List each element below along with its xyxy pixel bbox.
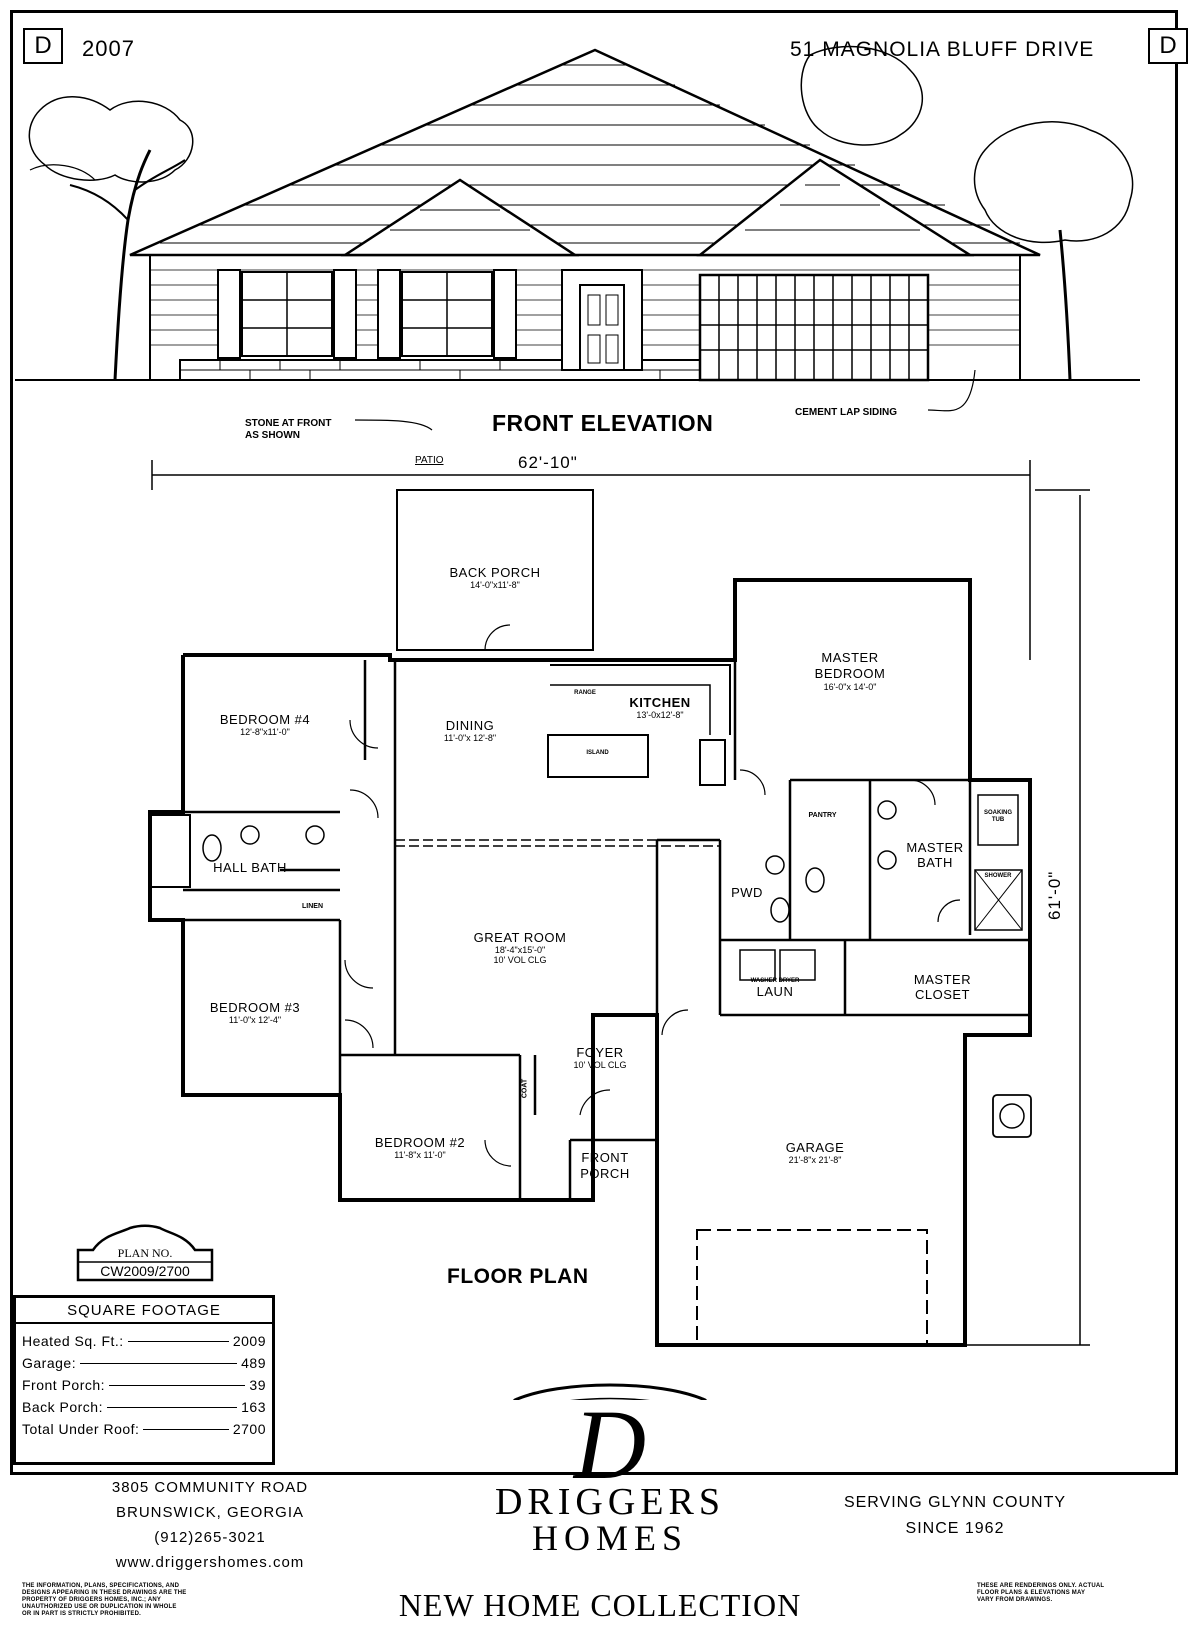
stone-note-line1: STONE AT FRONT xyxy=(245,418,332,429)
plan-number-value: CW2009/2700 xyxy=(100,1263,190,1279)
hall-linen: LINEN xyxy=(302,903,323,910)
room-pantry: PANTRY xyxy=(808,812,837,819)
floor-plan-drawing xyxy=(76,460,1090,1400)
serving-line2: SINCE 1962 xyxy=(905,1520,1005,1537)
logo-name-line1: DRIGGERS xyxy=(494,1481,726,1523)
company-website[interactable]: www.driggershomes.com xyxy=(115,1554,305,1571)
square-footage-table: SQUARE FOOTAGE Heated Sq. Ft.:2009 Garag… xyxy=(13,1295,275,1465)
siding-note: CEMENT LAP SIDING xyxy=(795,407,898,418)
stone-note-line2: AS SHOWN xyxy=(245,430,300,441)
driggers-homes-logo: D DRIGGERS HOMES xyxy=(420,1395,800,1560)
soaking-tub: SOAKING TUB xyxy=(983,810,1012,823)
copyright-disclaimer: THE INFORMATION, PLANS, SPECIFICATIONS, … xyxy=(22,1583,187,1617)
kitchen-island: ISLAND xyxy=(586,750,609,756)
room-master-bath: MASTER BATH xyxy=(906,840,964,870)
kitchen-range: RANGE xyxy=(574,690,596,696)
room-front-porch: FRONT PORCH xyxy=(580,1150,630,1181)
plan-year: 2007 xyxy=(82,36,135,61)
elevation-title: FRONT ELEVATION xyxy=(492,410,714,436)
floor-plan-title: FLOOR PLAN xyxy=(447,1265,589,1288)
plan-sheet xyxy=(10,10,1178,1475)
badge-left: D xyxy=(23,28,63,64)
rendering-disclaimer: THESE ARE RENDERINGS ONLY. ACTUAL FLOOR … xyxy=(977,1583,1105,1603)
logo-name-line2: HOMES xyxy=(531,1518,689,1558)
shower-stall: SHOWER xyxy=(984,873,1012,879)
collection-title: NEW HOME COLLECTION xyxy=(398,1587,802,1623)
company-address-2: BRUNSWICK, GEORGIA xyxy=(115,1504,305,1521)
depth-dimension: 61'-0" xyxy=(1045,870,1064,920)
badge-right: D xyxy=(1148,28,1188,64)
square-footage-title: SQUARE FOOTAGE xyxy=(16,1298,272,1324)
sqft-row: Heated Sq. Ft.:2009 xyxy=(22,1333,266,1349)
sqft-row: Back Porch:163 xyxy=(22,1399,266,1415)
company-address-1: 3805 COMMUNITY ROAD xyxy=(111,1479,309,1496)
patio-label: PATIO xyxy=(415,455,444,466)
company-contact: 3805 COMMUNITY ROAD BRUNSWICK, GEORGIA (… xyxy=(60,1475,360,1575)
sqft-row: Total Under Roof:2700 xyxy=(22,1421,266,1437)
coat-closet: COAT xyxy=(521,1078,529,1099)
company-phone: (912)265-3021 xyxy=(154,1529,266,1546)
plan-number-label: PLAN NO. xyxy=(117,1246,173,1260)
sqft-row: Front Porch:39 xyxy=(22,1377,266,1393)
company-serving: SERVING GLYNN COUNTY SINCE 1962 xyxy=(830,1490,1080,1542)
room-powder: PWD xyxy=(731,885,763,900)
front-elevation-drawing xyxy=(15,45,1140,431)
property-address: 51 MAGNOLIA BLUFF DRIVE xyxy=(790,38,1095,61)
sqft-row: Garage:489 xyxy=(22,1355,266,1371)
serving-line1: SERVING GLYNN COUNTY xyxy=(843,1494,1067,1511)
width-dimension: 62'-10" xyxy=(518,453,578,472)
room-master-closet: MASTER CLOSET xyxy=(913,972,972,1002)
room-hall-bath: HALL BATH xyxy=(213,860,287,875)
logo-monogram: D xyxy=(573,1389,647,1500)
